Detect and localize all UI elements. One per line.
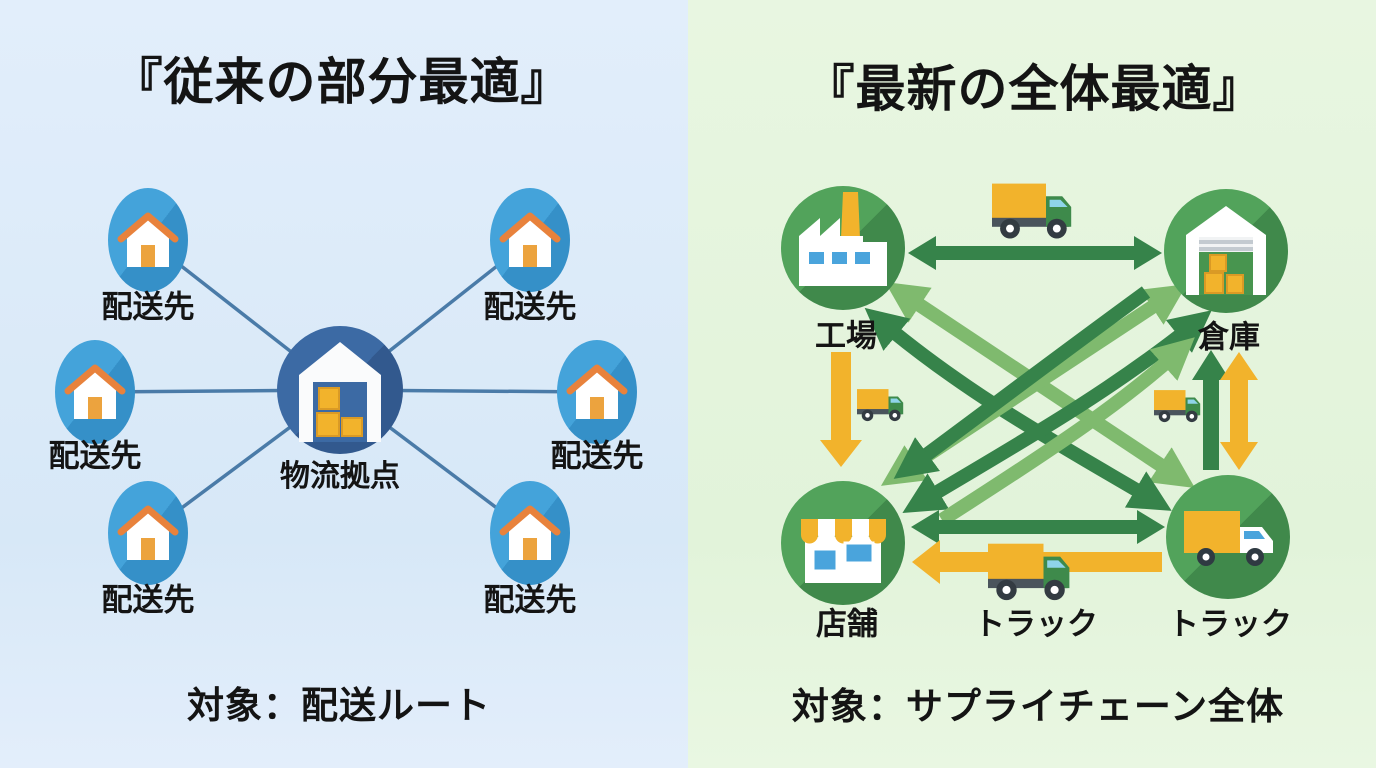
destination-label: 配送先 (550, 438, 644, 474)
house-icon (108, 481, 188, 585)
network-diagonal-arrows (864, 282, 1212, 526)
truck-icon (1154, 390, 1201, 423)
house-icon (557, 340, 637, 444)
truck-icon (992, 183, 1072, 239)
destination-node (490, 188, 570, 292)
store-node (781, 481, 905, 605)
destination-label: 配送先 (48, 438, 142, 474)
factory-warehouse-arrow (908, 236, 1162, 270)
warehouse-truck-yellow-double-arrow (1220, 352, 1258, 470)
destination-label: 配送先 (101, 582, 195, 618)
house-icon (55, 340, 135, 444)
destination-node (490, 481, 570, 585)
destination-node (557, 340, 637, 444)
house-icon (108, 188, 188, 292)
factory-node (781, 186, 905, 310)
destination-node (108, 481, 188, 585)
warehouse-label: 倉庫 (1198, 319, 1260, 355)
factory-to-store-yellow-arrow (820, 352, 862, 467)
destination-label: 配送先 (483, 582, 577, 618)
storefront-icon (801, 519, 886, 583)
house-icon (490, 481, 570, 585)
warehouse-boxes-icon (299, 342, 381, 442)
hub-label: 物流拠点 (280, 460, 400, 493)
left-title: 『従来の部分最適』 (112, 54, 572, 110)
delivery-truck-icon (1184, 511, 1273, 566)
store-label: 店舗 (816, 606, 878, 642)
warehouse-boxes-icon (1186, 206, 1266, 295)
factory-label: 工場 (815, 318, 877, 354)
truck-icon (857, 389, 904, 422)
destination-label: 配送先 (101, 289, 195, 325)
middle-truck-label: トラック (974, 606, 1098, 642)
right-title: 『最新の全体最適』 (804, 61, 1264, 117)
awning (801, 519, 886, 544)
destination-node (55, 340, 135, 444)
truck-node-label: トラック (1168, 606, 1292, 642)
warehouse-node (1164, 189, 1288, 313)
factory-icon (799, 192, 887, 286)
destination-label: 配送先 (483, 289, 577, 325)
store-truck-arrow (911, 510, 1165, 544)
right-caption: 対象：サプライチェーン全体 (791, 686, 1285, 727)
hub-node (277, 326, 403, 454)
truck-node (1166, 475, 1290, 599)
left-caption: 対象：配送ルート (187, 685, 491, 726)
house-icon (490, 188, 570, 292)
